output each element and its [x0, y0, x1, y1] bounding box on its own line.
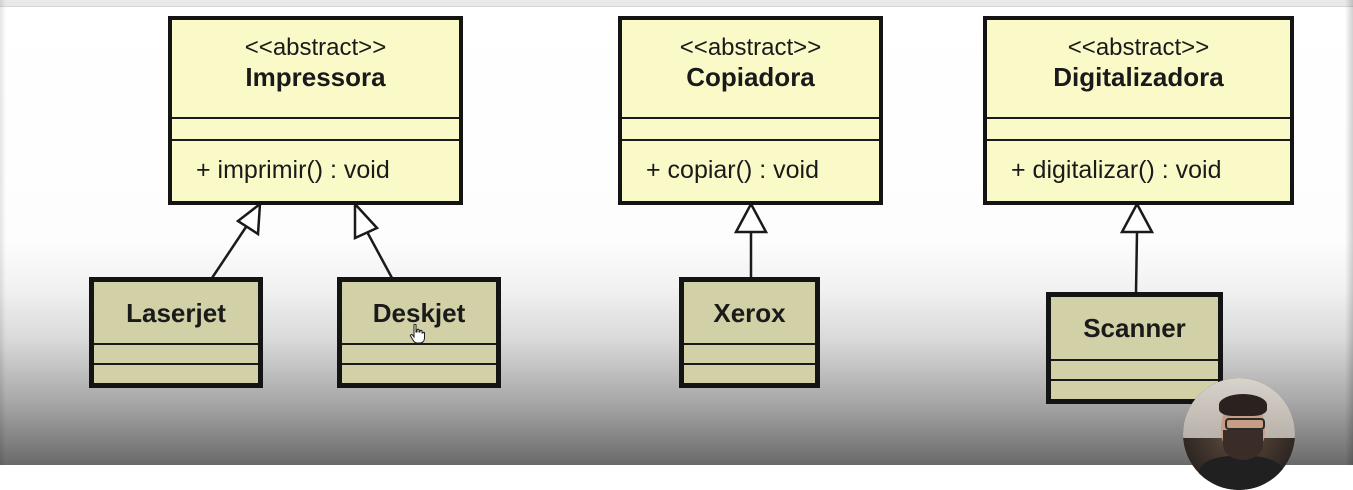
left-edge-shadow [0, 0, 6, 465]
class-copiadora[interactable]: <<abstract>> Copiadora + copiar() : void [618, 16, 883, 205]
copiadora-arrowhead [733, 201, 769, 234]
presenter-body [1199, 456, 1283, 490]
class-name: Impressora [245, 62, 386, 92]
operations-compartment [94, 365, 258, 383]
attributes-compartment [1051, 361, 1218, 379]
attributes-compartment [684, 345, 815, 363]
impressora-arrowhead-left [235, 201, 262, 237]
webcam-overlay [1183, 378, 1295, 490]
right-edge-shadow [1345, 0, 1353, 465]
presenter-glasses [1225, 418, 1265, 430]
attributes-compartment [172, 119, 459, 139]
class-xerox[interactable]: Xerox [679, 277, 820, 388]
compartment-divider [1051, 379, 1218, 381]
stereotype-label: <<abstract>> [679, 34, 822, 61]
deskjet-generalization-line [363, 227, 394, 279]
top-strip [0, 0, 1353, 7]
operation-label: + imprimir() : void [196, 156, 390, 184]
compartment-divider [622, 117, 879, 119]
class-header: Laserjet [94, 282, 258, 343]
class-digitalizadora[interactable]: <<abstract>> Digitalizadora + digitaliza… [983, 16, 1294, 205]
compartment-divider [684, 343, 815, 345]
compartment-divider [622, 139, 879, 141]
attributes-compartment [342, 345, 496, 363]
class-header: <<abstract>> Digitalizadora [987, 20, 1290, 117]
compartment-divider [987, 117, 1290, 119]
compartment-divider [987, 139, 1290, 141]
class-header: Scanner [1051, 297, 1218, 359]
class-impressora[interactable]: <<abstract>> Impressora + imprimir() : v… [168, 16, 463, 205]
compartment-divider [172, 117, 459, 119]
stereotype-label: <<abstract>> [1067, 34, 1210, 61]
class-name: Xerox [713, 297, 786, 328]
presenter-hair [1219, 394, 1267, 416]
class-name: Scanner [1083, 313, 1186, 343]
class-name: Copiadora [686, 62, 815, 92]
compartment-divider [342, 363, 496, 365]
operation-label: + copiar() : void [646, 156, 819, 184]
compartment-divider [172, 139, 459, 141]
operations-compartment [342, 365, 496, 383]
compartment-divider [94, 363, 258, 365]
class-laserjet[interactable]: Laserjet [89, 277, 263, 388]
operations-compartment [684, 365, 815, 383]
scanner-generalization-line [1134, 231, 1139, 294]
class-name: Digitalizadora [1053, 62, 1224, 92]
laserjet-generalization-line [210, 223, 250, 279]
operation-label: + digitalizar() : void [1011, 156, 1222, 184]
impressora-arrowhead-right [353, 200, 380, 240]
class-header: Deskjet [342, 282, 496, 343]
hand-pointer-icon [409, 324, 425, 344]
presenter-beard [1223, 430, 1263, 460]
class-name: Deskjet [372, 297, 466, 328]
compartment-divider [684, 363, 815, 365]
class-name: Laserjet [126, 297, 226, 328]
compartment-divider [1051, 359, 1218, 361]
attributes-compartment [94, 345, 258, 363]
class-header: <<abstract>> Impressora [172, 20, 459, 117]
compartment-divider [342, 343, 496, 345]
stereotype-label: <<abstract>> [244, 34, 387, 61]
attributes-compartment [622, 119, 879, 139]
class-header: <<abstract>> Copiadora [622, 20, 879, 117]
class-header: Xerox [684, 282, 815, 343]
compartment-divider [94, 343, 258, 345]
attributes-compartment [987, 119, 1290, 139]
digitalizadora-arrowhead [1119, 201, 1155, 234]
